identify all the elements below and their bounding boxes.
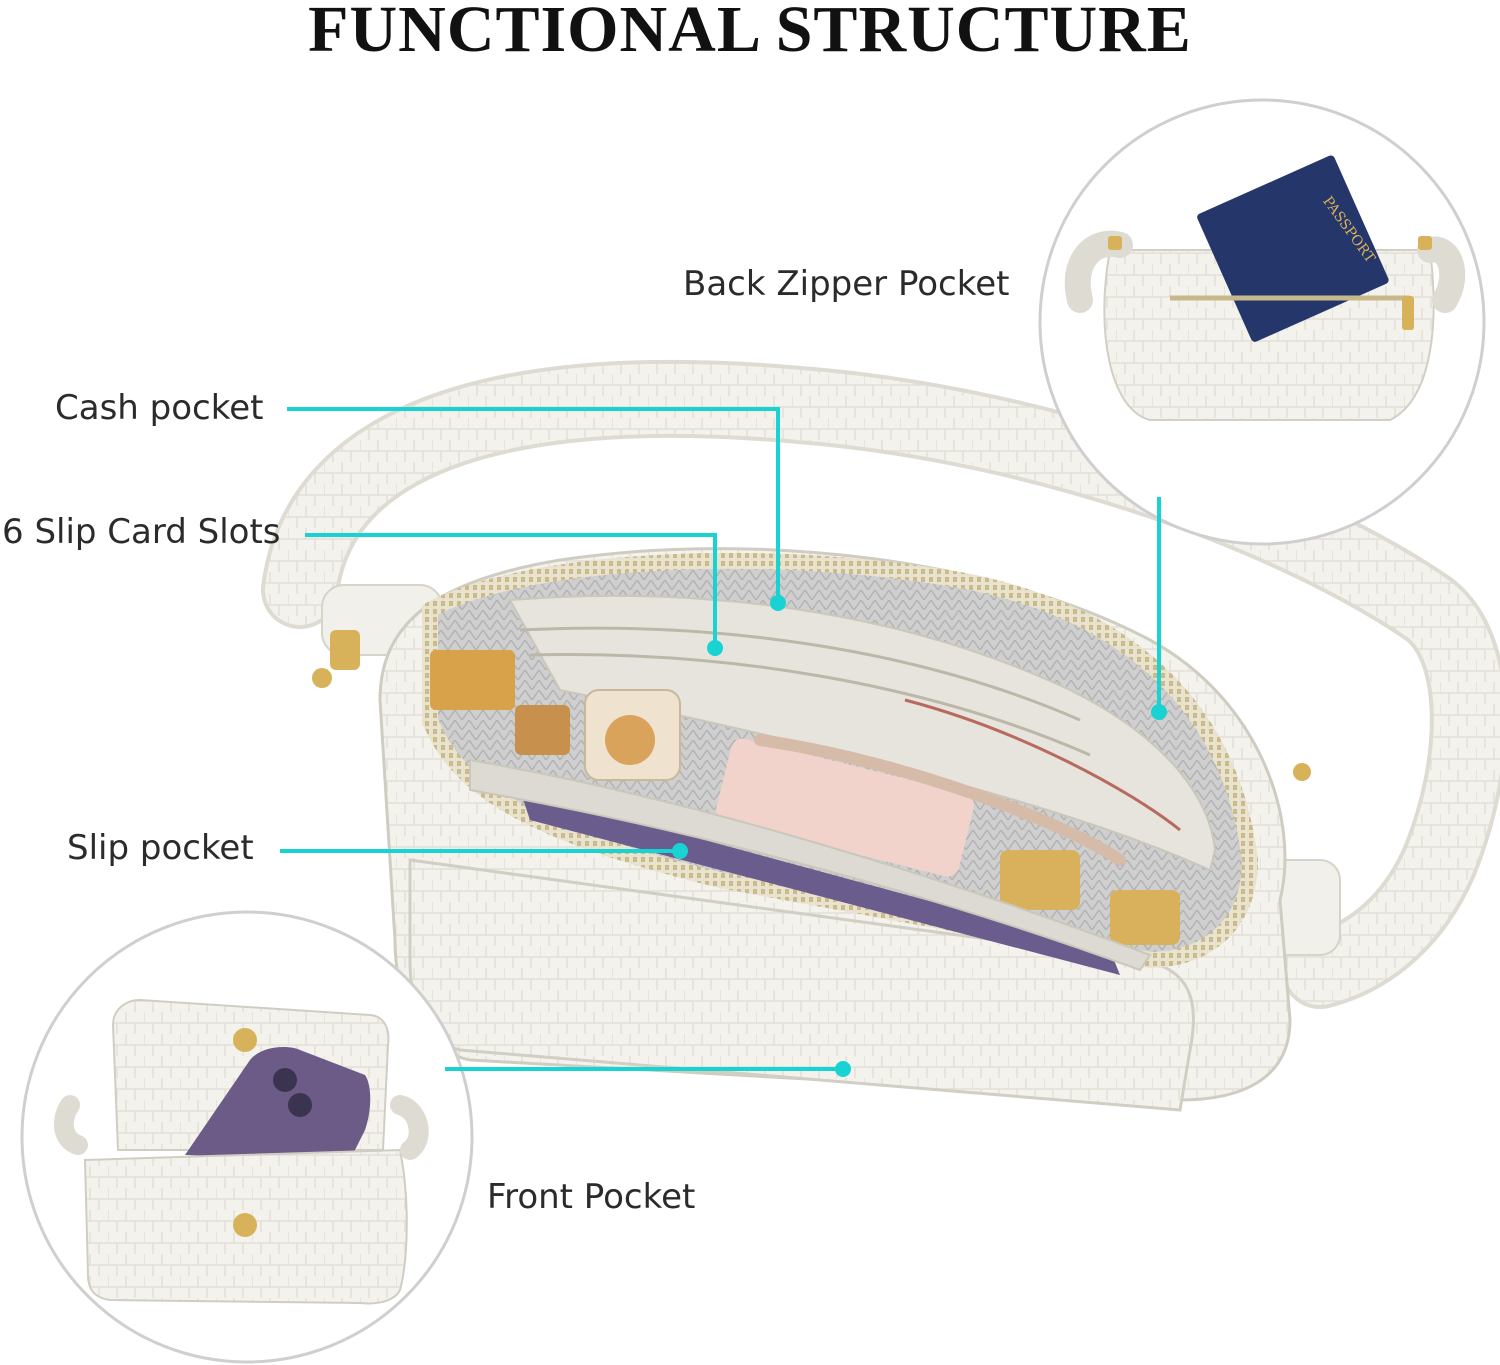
slip-pocket-dot	[672, 843, 688, 859]
label-slip-pocket: Slip pocket	[67, 828, 254, 868]
front-pocket-inset	[20, 910, 474, 1364]
back-pocket-inset	[1038, 98, 1486, 546]
callout-dots	[672, 595, 1167, 1077]
label-front-pocket: Front Pocket	[487, 1177, 696, 1217]
callout-lines	[280, 407, 1161, 1071]
card-slots-dot	[707, 640, 723, 656]
page-title: FUNCTIONAL STRUCTURE	[308, 0, 1192, 66]
card-slots-leader	[305, 533, 717, 648]
front-pocket-dot	[835, 1061, 851, 1077]
label-card-slots: 6 Slip Card Slots	[2, 512, 281, 552]
cash-pocket-leader	[287, 407, 780, 603]
label-cash-pocket: Cash pocket	[55, 388, 264, 428]
back-zipper-dot	[1151, 704, 1167, 720]
label-back-zipper-pocket: Back Zipper Pocket	[683, 264, 1010, 304]
cash-pocket-dot	[770, 595, 786, 611]
bag-interior	[422, 552, 1259, 975]
